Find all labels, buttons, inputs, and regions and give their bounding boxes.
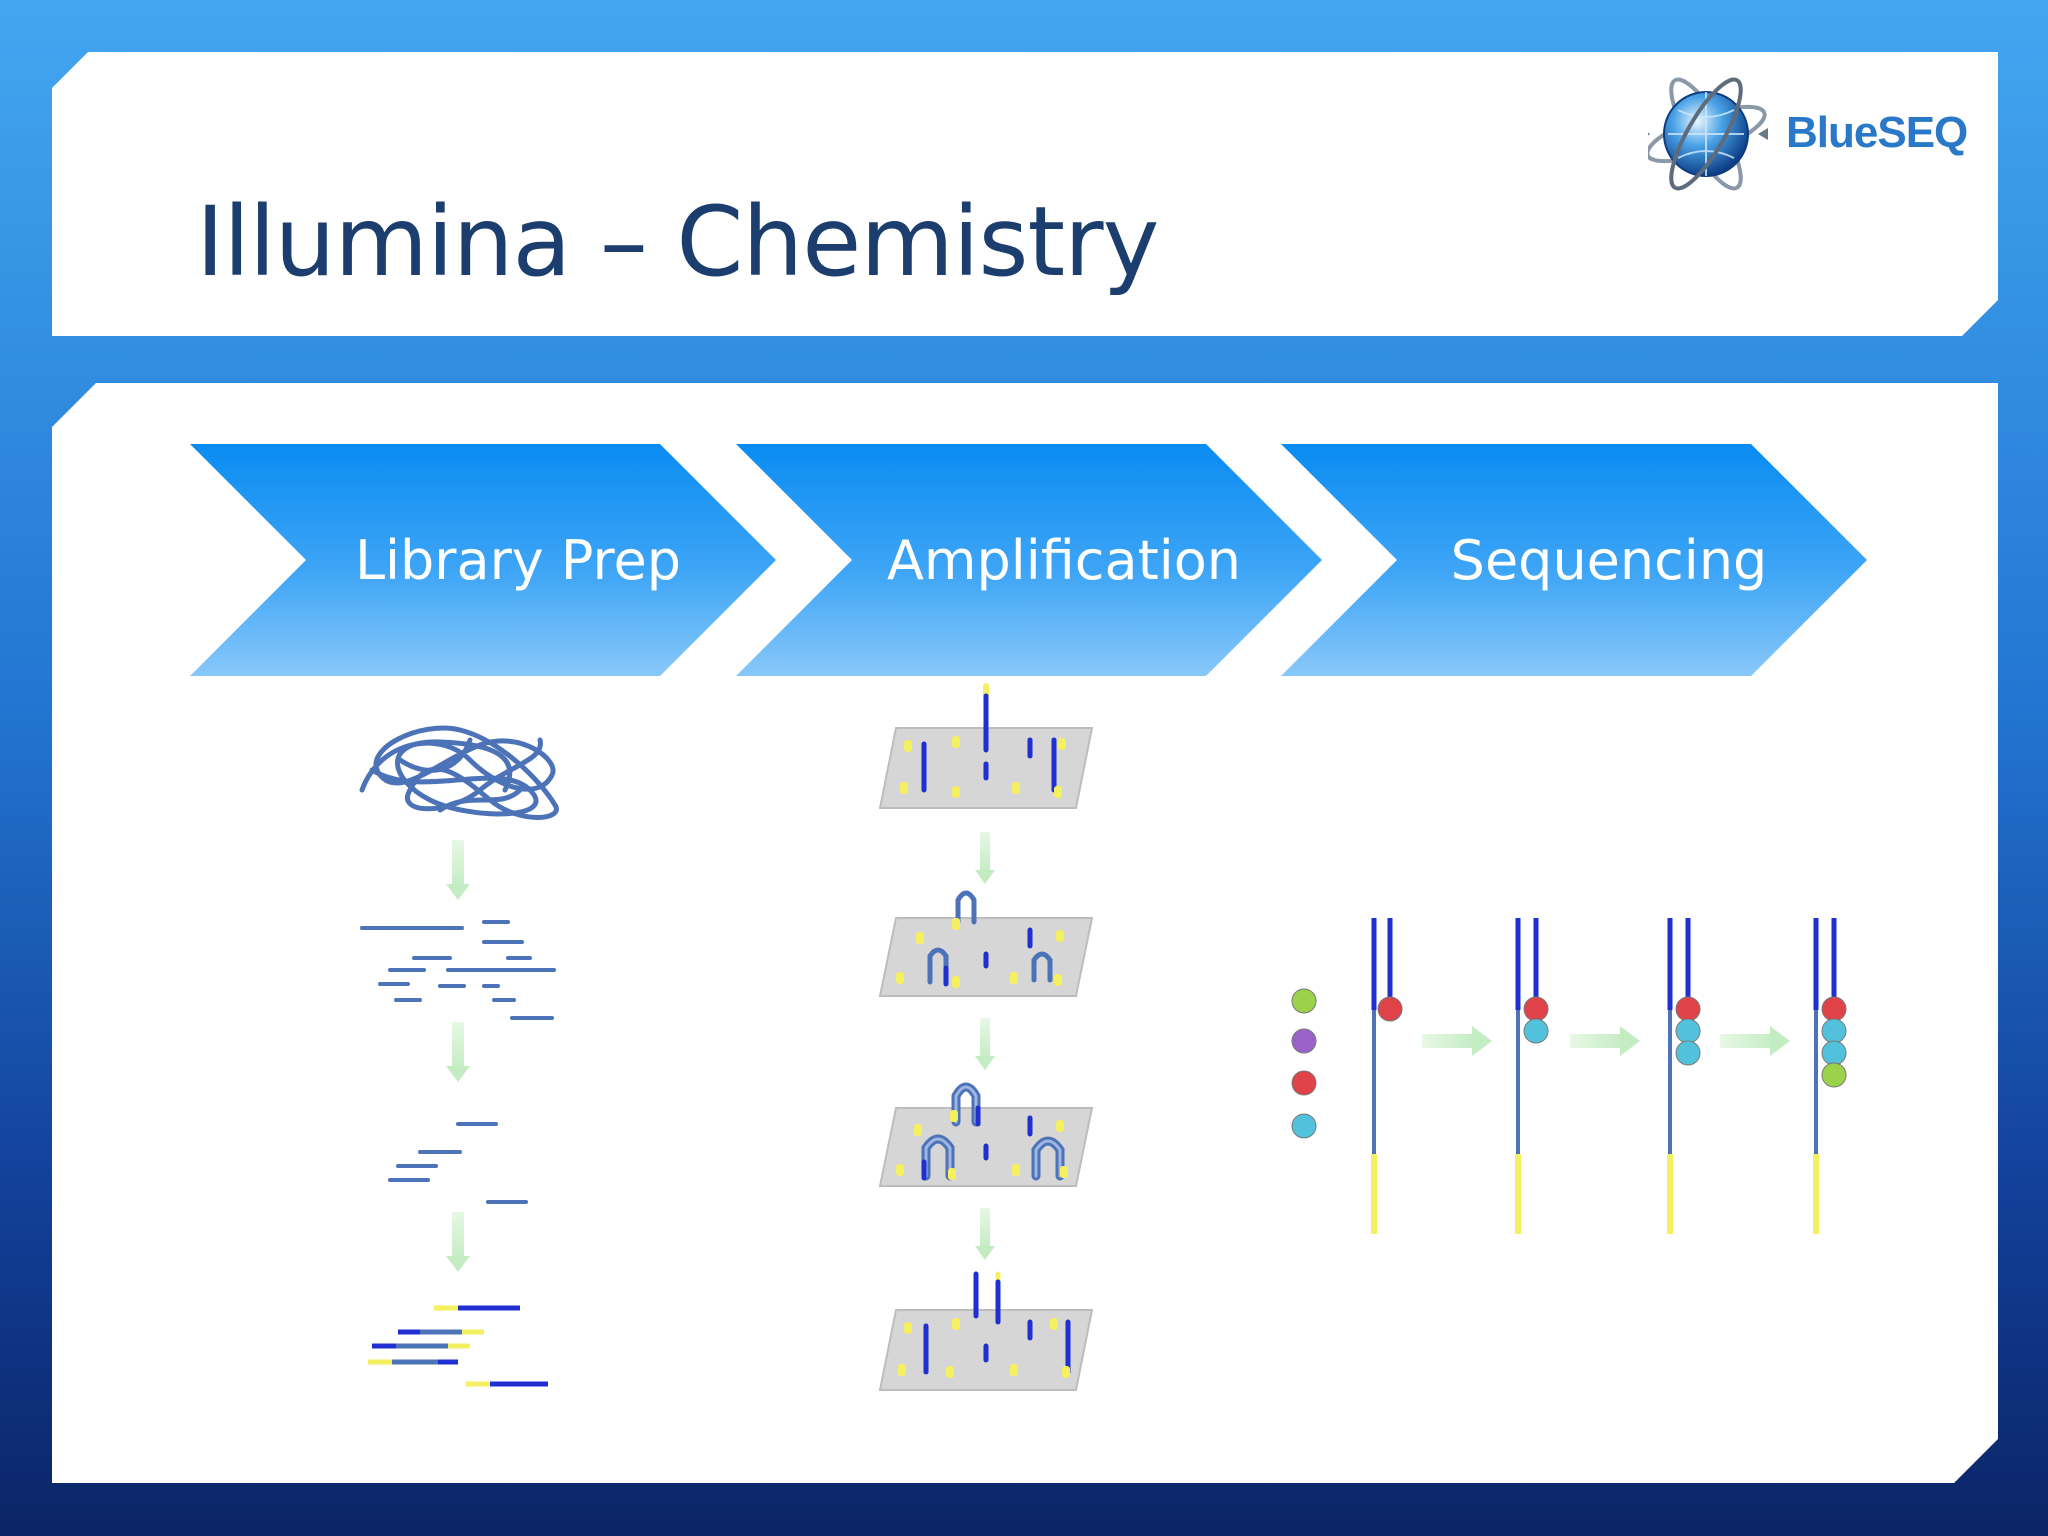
down-arrow: [975, 832, 995, 884]
logo-text: BlueSEQ: [1786, 108, 1968, 157]
dna-fragments: [360, 920, 556, 1020]
down-arrow: [975, 1018, 995, 1070]
sequencing-cycle-2: [1515, 918, 1549, 1234]
step-label: Amplification: [886, 528, 1242, 592]
flowcell-bridge-amplification: [878, 890, 1094, 997]
page-title: Illumina – Chemistry: [196, 186, 1159, 298]
genomic-dna-tangle: [359, 725, 559, 820]
size-selected-fragments: [388, 1122, 528, 1204]
adapter-ligated-fragments: [368, 1305, 548, 1387]
right-arrow: [1720, 1026, 1790, 1056]
down-arrow: [975, 1208, 995, 1260]
down-arrow: [446, 840, 470, 900]
flowcell-attached-strands: [878, 683, 1094, 809]
step-label: Sequencing: [1450, 528, 1768, 592]
sequencing-cycle-4: [1813, 918, 1847, 1234]
down-arrow: [446, 1212, 470, 1272]
sequencing-cycle-1: [1371, 918, 1403, 1234]
step-label: Library Prep: [354, 528, 682, 592]
sequencing-cycle-3: [1667, 918, 1701, 1234]
free-nucleotides: [1291, 988, 1317, 1139]
flowcell-double-bridge: [878, 1082, 1094, 1187]
globe-logo-icon: [1648, 77, 1768, 191]
flowcell-denatured-strands: [878, 1271, 1094, 1391]
right-arrow: [1570, 1026, 1640, 1056]
right-arrow: [1422, 1026, 1492, 1056]
down-arrow: [446, 1022, 470, 1082]
